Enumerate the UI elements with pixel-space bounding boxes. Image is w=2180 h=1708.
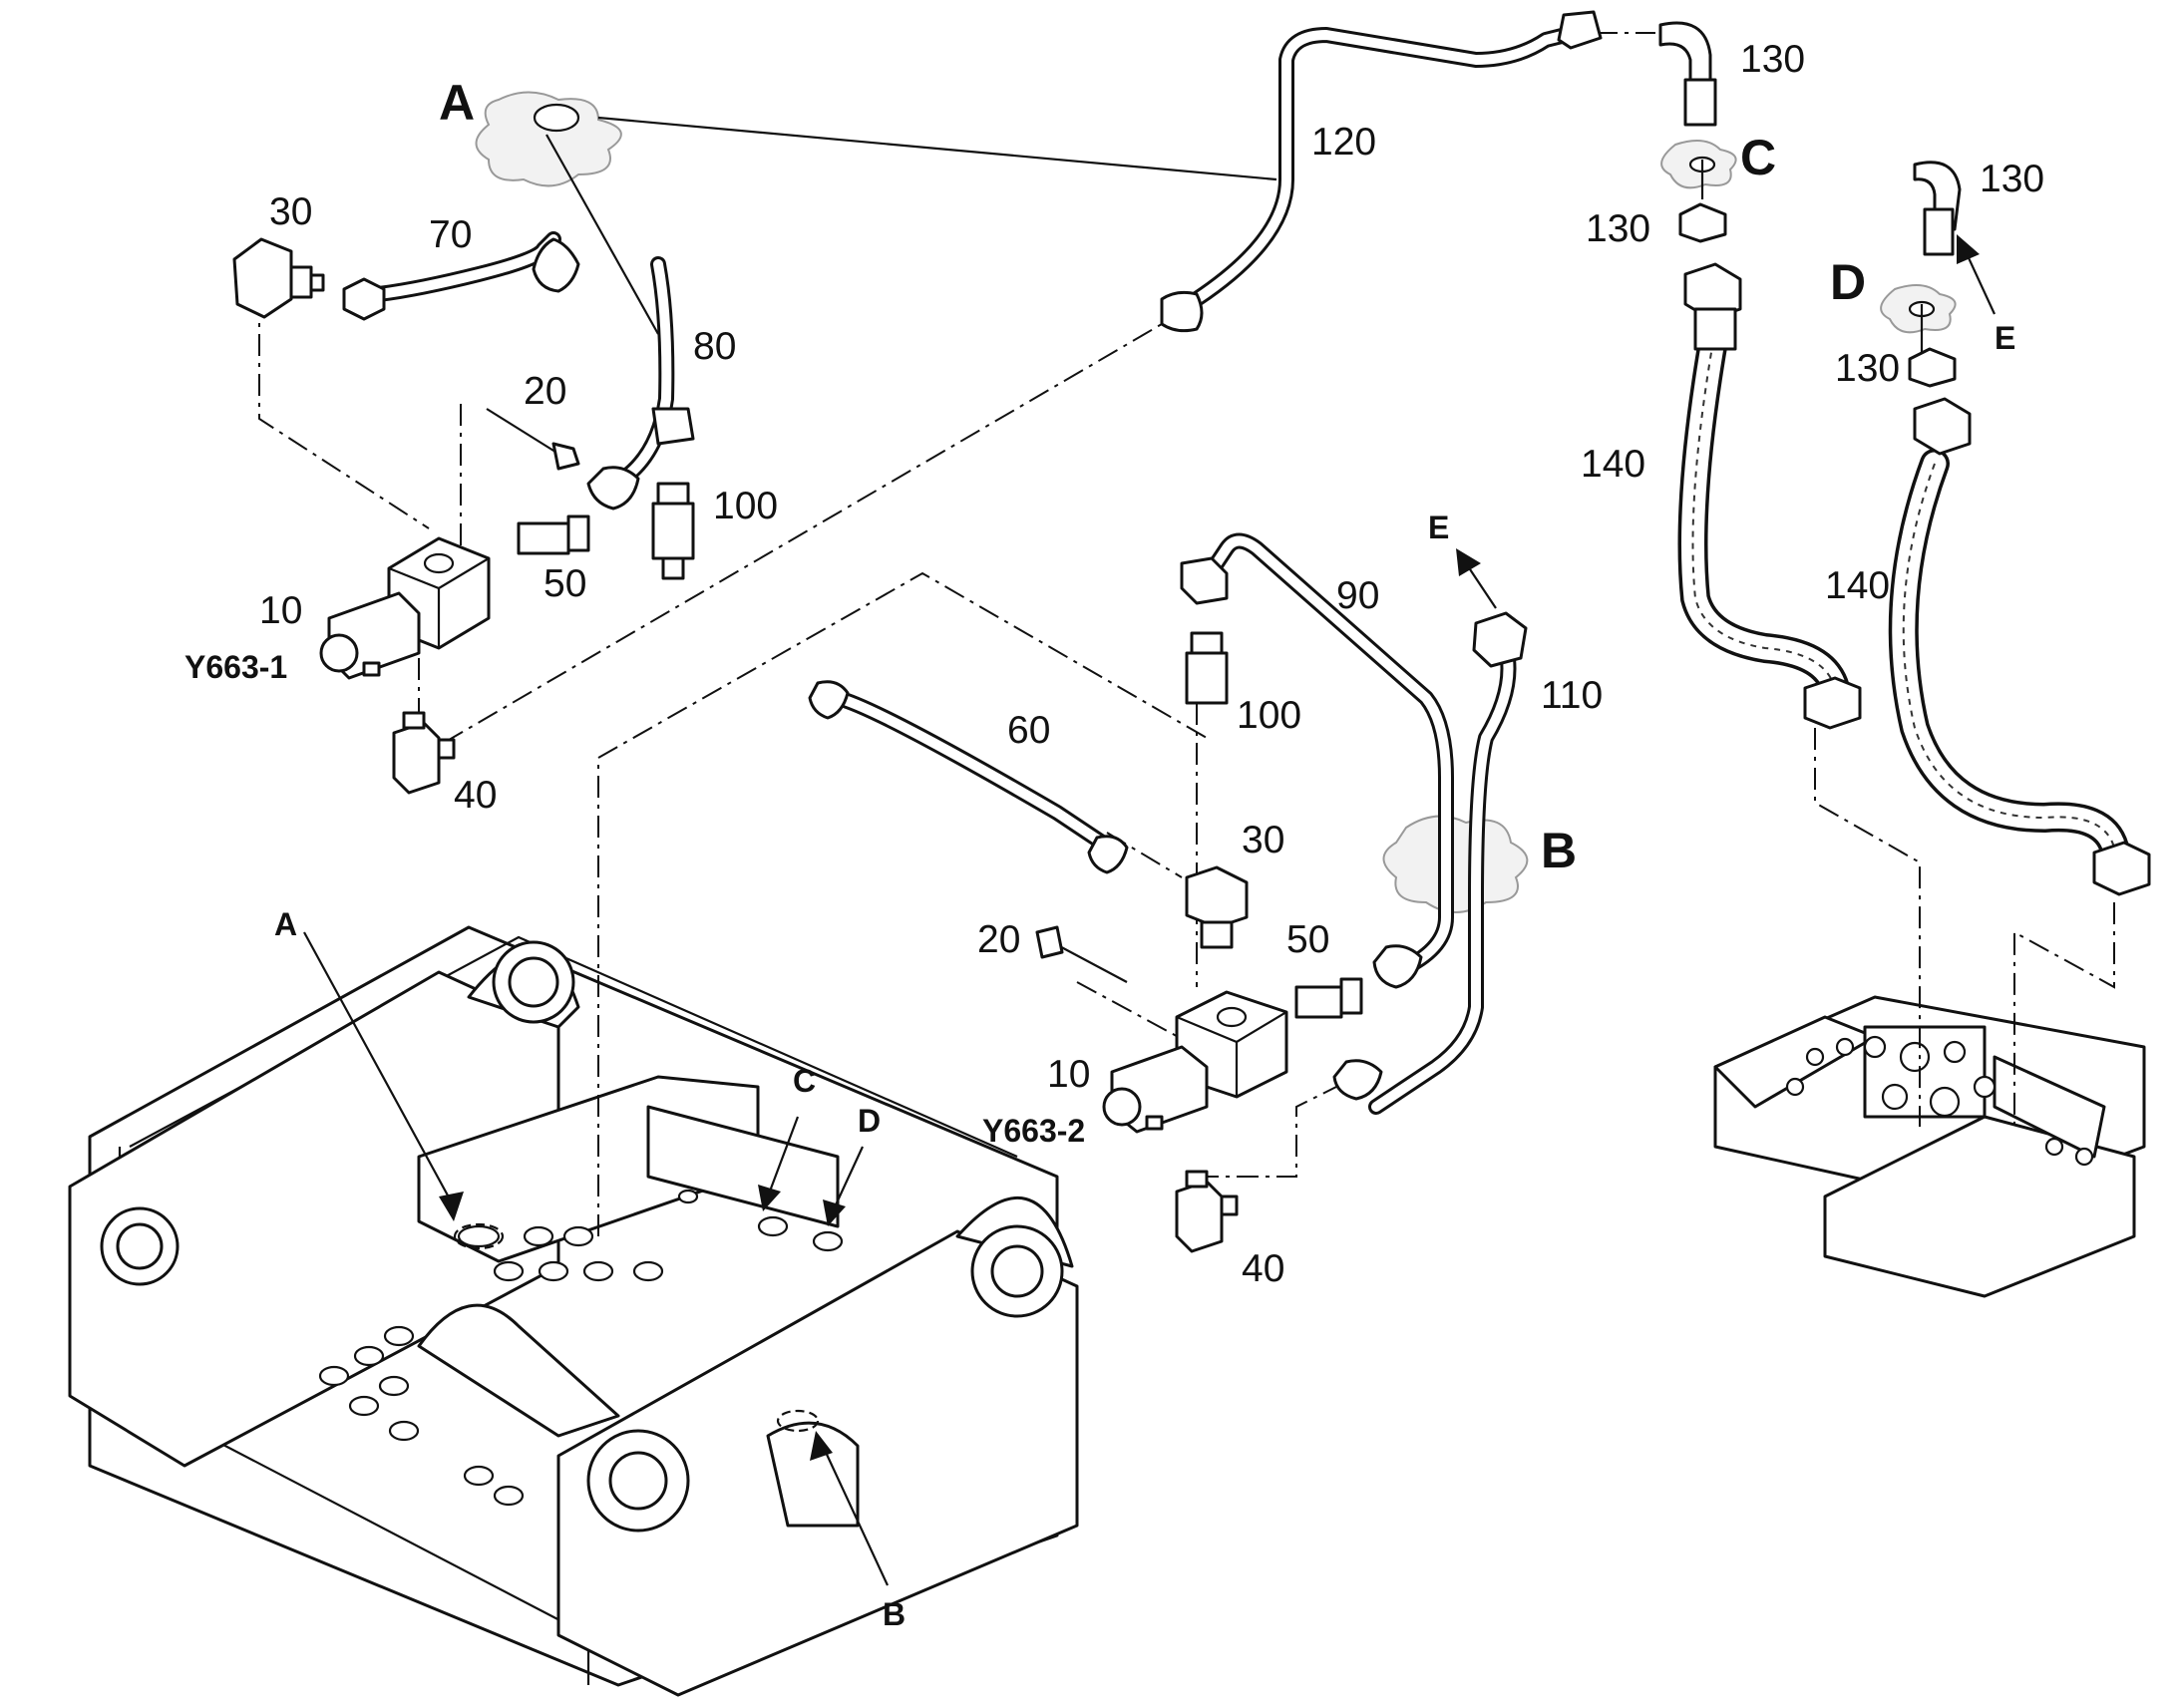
section-label-B: B xyxy=(1541,823,1577,878)
section-label-C: C xyxy=(1740,130,1776,185)
arrow-label-E-right: E xyxy=(1995,320,2015,356)
base-label-D: D xyxy=(858,1103,881,1139)
solenoid-Y663-2 xyxy=(1102,990,1288,1134)
part-label-140-right: 140 xyxy=(1825,564,1890,607)
callout-labels: A B C D E E A B C D 10 10 20 20 30 30 40… xyxy=(184,38,2044,1632)
hoses xyxy=(1677,314,2129,862)
part-label-70: 70 xyxy=(429,213,472,256)
part-label-130-nut: 130 xyxy=(1586,207,1650,250)
tubes xyxy=(371,22,1594,1115)
part-label-90: 90 xyxy=(1336,574,1379,617)
arrows xyxy=(303,234,1996,1586)
part-label-140-left: 140 xyxy=(1581,443,1645,486)
part-label-100-left: 100 xyxy=(713,485,778,527)
part-label-100-right: 100 xyxy=(1237,694,1301,737)
part-label-10-right: 10 xyxy=(1047,1053,1090,1096)
part-label-40-right: 40 xyxy=(1242,1247,1284,1290)
part-label-60: 60 xyxy=(1007,709,1050,752)
part-label-110: 110 xyxy=(1541,674,1603,717)
solenoid-label-Y663-2: Y663-2 xyxy=(982,1113,1085,1149)
marker-blob-B xyxy=(1382,815,1529,913)
assembly-center-lines xyxy=(258,32,2115,1236)
arrow-label-E-top: E xyxy=(1428,510,1449,545)
section-label-A: A xyxy=(439,75,475,131)
valve-block xyxy=(1713,995,2146,1298)
part-label-40-left: 40 xyxy=(454,774,497,817)
part-label-20-right: 20 xyxy=(977,918,1020,961)
base-label-B: B xyxy=(883,1596,906,1632)
part-label-120: 120 xyxy=(1311,121,1376,164)
part-label-50-left: 50 xyxy=(544,562,586,605)
part-label-10-left: 10 xyxy=(259,589,302,632)
solenoid-label-Y663-1: Y663-1 xyxy=(184,649,287,685)
base-label-C: C xyxy=(793,1063,816,1099)
base-label-A: A xyxy=(274,906,297,942)
part-label-130-top: 130 xyxy=(1740,38,1805,81)
section-label-D: D xyxy=(1830,254,1866,310)
part-label-130-right-nut: 130 xyxy=(1835,347,1900,390)
coupler-base xyxy=(68,925,1079,1697)
part-label-80: 80 xyxy=(693,325,736,368)
fittings xyxy=(232,10,2151,1253)
part-label-130-right: 130 xyxy=(1980,158,2044,200)
base-holes xyxy=(318,1189,844,1507)
part-label-20-left: 20 xyxy=(524,370,566,413)
part-label-50-right: 50 xyxy=(1286,918,1329,961)
part-label-30-left: 30 xyxy=(269,190,312,233)
leader-lines xyxy=(545,116,1924,359)
solenoid-Y663-1 xyxy=(319,536,491,680)
part-label-30-right: 30 xyxy=(1242,819,1284,861)
